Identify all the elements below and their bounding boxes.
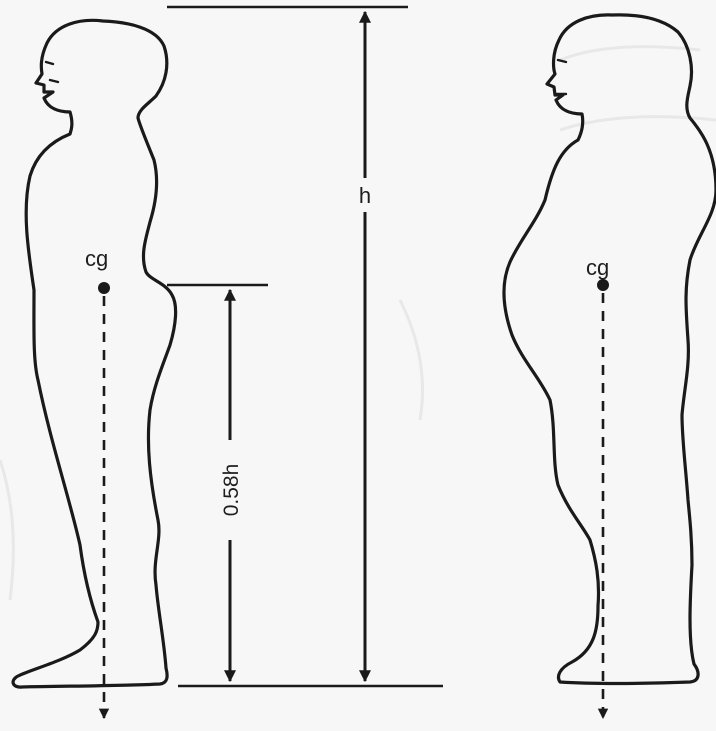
cg-point-left — [98, 282, 110, 294]
cg-label-right: cg — [586, 255, 609, 280]
cg-point-right — [597, 279, 609, 291]
bleed-through-texture — [0, 47, 716, 600]
slim-figure-silhouette — [13, 20, 176, 687]
slim-face-detail — [46, 62, 58, 82]
heavy-face-detail — [556, 60, 566, 94]
heavy-figure-silhouette — [504, 15, 716, 684]
cg-height-label: 0.58h — [220, 464, 243, 517]
height-label: h — [359, 183, 371, 208]
cg-label-left: cg — [85, 246, 108, 271]
